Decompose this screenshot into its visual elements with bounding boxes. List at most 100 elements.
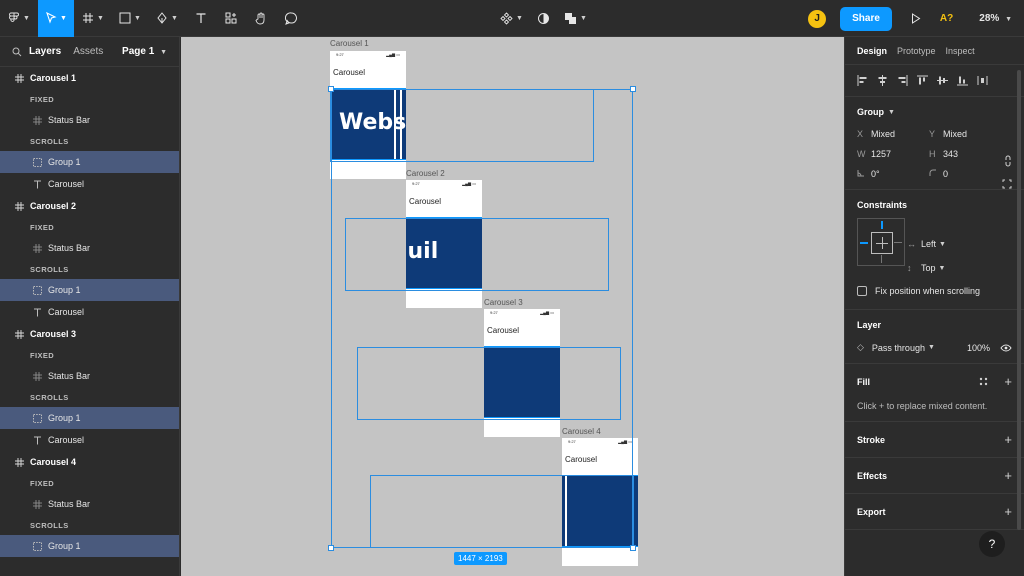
- eye-icon[interactable]: [1000, 343, 1012, 352]
- add-fill-icon[interactable]: +: [1004, 374, 1012, 389]
- accessibility-badge[interactable]: A?: [939, 13, 954, 24]
- independent-corners-icon[interactable]: [1002, 179, 1012, 189]
- move-tool-button[interactable]: ▼: [38, 0, 74, 37]
- resize-handle-bottom-right[interactable]: [630, 545, 636, 551]
- tab-assets[interactable]: Assets: [73, 46, 104, 57]
- align-right-icon[interactable]: [897, 75, 908, 86]
- layer-frame[interactable]: Carousel 1: [0, 67, 179, 89]
- checkbox-box[interactable]: [857, 286, 867, 296]
- carousel-frame[interactable]: 9:27▂▄▆ ▭Carouselsite Buil: [406, 180, 482, 308]
- tab-design[interactable]: Design: [857, 45, 888, 56]
- align-horizontal-center-icon[interactable]: [877, 75, 888, 86]
- carousel-frame[interactable]: 9:27▂▄▆ ▭Carouselilder Ins: [484, 309, 560, 437]
- align-left-icon[interactable]: [857, 75, 868, 86]
- align-bottom-icon[interactable]: [957, 75, 968, 86]
- layer-item[interactable]: Group 1: [0, 407, 179, 429]
- vertical-constraint-dropdown[interactable]: ↕Top▼: [907, 256, 946, 280]
- resources-button[interactable]: [216, 0, 246, 37]
- resize-handle-top-left[interactable]: [328, 86, 334, 92]
- constrain-proportions-icon[interactable]: [1004, 155, 1012, 167]
- layer-item[interactable]: Status Bar: [0, 365, 179, 387]
- chevron-down-icon[interactable]: ▼: [888, 108, 895, 116]
- group-selection-outline[interactable]: [357, 347, 621, 420]
- tab-layers[interactable]: Layers: [29, 46, 62, 57]
- styles-grid-icon[interactable]: [979, 377, 988, 386]
- tab-prototype[interactable]: Prototype: [897, 45, 936, 56]
- component-tool-button[interactable]: ▼: [500, 0, 523, 37]
- constraint-left-line[interactable]: [860, 242, 868, 244]
- fix-position-checkbox[interactable]: Fix position when scrolling: [857, 286, 980, 296]
- frame-title[interactable]: Carousel 4: [562, 427, 601, 436]
- page-name: Page 1: [122, 46, 155, 57]
- fill-section: Fill + Click + to replace mixed content.: [845, 364, 1024, 422]
- signal-battery-icon: ▂▄▆ ▭: [462, 181, 476, 186]
- blend-mode-dropdown[interactable]: Pass through: [871, 342, 925, 353]
- constraint-right-line[interactable]: [894, 242, 902, 243]
- comment-tool-button[interactable]: [276, 0, 306, 37]
- horizontal-constraint-dropdown[interactable]: ↔Left▼: [907, 232, 946, 256]
- present-button[interactable]: [906, 13, 926, 24]
- layer-item[interactable]: Carousel: [0, 173, 179, 195]
- tab-inspect[interactable]: Inspect: [945, 45, 975, 56]
- carousel-frame[interactable]: 9:27▂▄▆ ▭Carouselnsider: [562, 438, 638, 566]
- frame-title[interactable]: Carousel 3: [484, 298, 523, 307]
- text-tool-button[interactable]: [186, 0, 216, 37]
- layer-label: Status Bar: [48, 243, 91, 253]
- main-menu-button[interactable]: ▼: [0, 0, 38, 37]
- align-top-icon[interactable]: [917, 75, 928, 86]
- frame-title[interactable]: Carousel 2: [406, 169, 445, 178]
- hand-tool-button[interactable]: [246, 0, 276, 37]
- distribute-icon[interactable]: [977, 75, 988, 86]
- layer-item[interactable]: Status Bar: [0, 493, 179, 515]
- selection-bounding-box[interactable]: [331, 89, 633, 548]
- boolean-button[interactable]: ▼: [564, 0, 587, 37]
- layer-frame[interactable]: Carousel 3: [0, 323, 179, 345]
- layer-frame[interactable]: Carousel 2: [0, 195, 179, 217]
- user-avatar[interactable]: J: [808, 9, 827, 28]
- mask-button[interactable]: [537, 0, 550, 37]
- y-label: Y: [929, 129, 936, 139]
- search-icon[interactable]: [12, 47, 22, 57]
- add-export-icon[interactable]: +: [1004, 504, 1012, 519]
- share-button[interactable]: Share: [840, 6, 892, 31]
- layer-item[interactable]: Status Bar: [0, 109, 179, 131]
- layer-frame[interactable]: Carousel 4: [0, 451, 179, 473]
- frame-title[interactable]: Carousel 1: [330, 39, 369, 48]
- align-vertical-center-icon[interactable]: [937, 75, 948, 86]
- opacity-field[interactable]: 100%: [966, 342, 990, 353]
- effects-section-title: Effects +: [857, 468, 1012, 483]
- resize-handle-top-right[interactable]: [630, 86, 636, 92]
- add-effect-icon[interactable]: +: [1004, 468, 1012, 483]
- pen-tool-button[interactable]: ▼: [148, 0, 186, 37]
- layer-item[interactable]: Group 1: [0, 151, 179, 173]
- constraints-widget[interactable]: [857, 218, 905, 266]
- resize-handle-bottom-left[interactable]: [328, 545, 334, 551]
- properties-scrollbar[interactable]: [1017, 70, 1021, 530]
- rotation-field[interactable]: 0°: [857, 169, 929, 179]
- corner-radius-field[interactable]: 0: [929, 169, 1001, 179]
- zoom-dropdown[interactable]: 28% ▼: [979, 13, 1012, 24]
- group-section-title: Group ▼: [857, 107, 1012, 117]
- constraint-bottom-line[interactable]: [881, 255, 882, 263]
- page-selector[interactable]: Page 1 ▼: [122, 46, 167, 57]
- design-canvas[interactable]: Carousel 19:27▂▄▆ ▭CarouselWebsiCarousel…: [181, 37, 844, 576]
- shape-tool-button[interactable]: ▼: [112, 0, 148, 37]
- carousel-frame[interactable]: 9:27▂▄▆ ▭CarouselWebsi: [330, 51, 406, 179]
- constraint-center[interactable]: [871, 232, 893, 254]
- layer-item[interactable]: Status Bar: [0, 237, 179, 259]
- constraint-top-line[interactable]: [881, 221, 883, 229]
- add-stroke-icon[interactable]: +: [1004, 432, 1012, 447]
- layer-item[interactable]: Carousel: [0, 301, 179, 323]
- group-selection-outline[interactable]: [345, 218, 609, 291]
- layer-item[interactable]: Group 1: [0, 535, 179, 557]
- frame-tool-button[interactable]: ▼: [74, 0, 112, 37]
- layer-item[interactable]: Carousel: [0, 429, 179, 451]
- help-button[interactable]: ?: [979, 531, 1005, 557]
- layer-item[interactable]: Group 1: [0, 279, 179, 301]
